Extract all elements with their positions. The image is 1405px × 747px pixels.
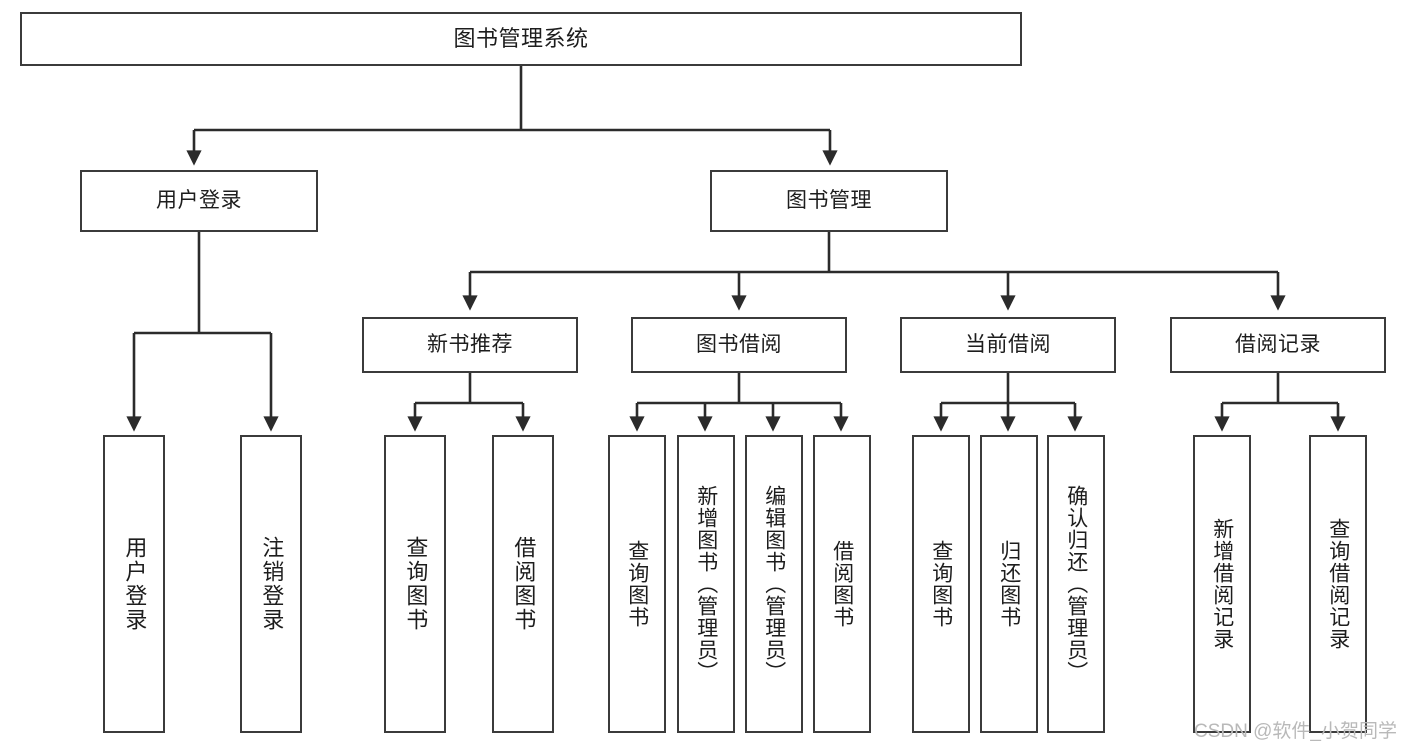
node-label: 图书管理 [786,188,872,212]
node-label: 新增借阅记录 [1210,518,1234,650]
node-label: 新增图书（管理员） [694,485,718,683]
leaf-user-login-logout[interactable]: 注销登录 [240,435,302,733]
node-user-login[interactable]: 用户登录 [80,170,318,232]
node-label: 用户登录 [156,188,242,212]
node-label: 借阅图书 [511,536,537,632]
leaf-book-borrow-query[interactable]: 查询图书 [608,435,666,733]
node-new-book-recommend[interactable]: 新书推荐 [362,317,578,373]
leaf-user-login-login[interactable]: 用户登录 [103,435,165,733]
leaf-book-borrow-lend[interactable]: 借阅图书 [813,435,871,733]
leaf-borrow-record-query[interactable]: 查询借阅记录 [1309,435,1367,733]
node-current-borrow[interactable]: 当前借阅 [900,317,1116,373]
node-label: 图书管理系统 [453,26,589,52]
leaf-current-borrow-query[interactable]: 查询图书 [912,435,970,733]
leaf-new-book-query[interactable]: 查询图书 [384,435,446,733]
node-label: 借阅图书 [830,540,854,628]
leaf-book-borrow-edit[interactable]: 编辑图书（管理员） [745,435,803,733]
node-book-management[interactable]: 图书管理 [710,170,948,232]
node-label: 用户登录 [122,536,148,632]
node-label: 编辑图书（管理员） [762,485,786,683]
node-label: 查询借阅记录 [1326,518,1350,650]
node-label: 查询图书 [403,536,429,632]
watermark: CSDN @软件_小贺同学 [1194,721,1397,742]
node-label: 注销登录 [259,536,285,632]
leaf-current-borrow-return[interactable]: 归还图书 [980,435,1038,733]
leaf-current-borrow-confirm[interactable]: 确认归还（管理员） [1047,435,1105,733]
node-label: 新书推荐 [427,332,513,356]
node-label: 当前借阅 [965,332,1051,356]
node-root-system[interactable]: 图书管理系统 [20,12,1022,66]
node-label: 确认归还（管理员） [1064,485,1088,683]
node-book-borrow[interactable]: 图书借阅 [631,317,847,373]
node-label: 借阅记录 [1235,332,1321,356]
node-label: 归还图书 [997,540,1021,628]
node-borrow-record[interactable]: 借阅记录 [1170,317,1386,373]
node-label: 查询图书 [625,540,649,628]
node-label: 查询图书 [929,540,953,628]
leaf-book-borrow-add[interactable]: 新增图书（管理员） [677,435,735,733]
node-label: 图书借阅 [696,332,782,356]
leaf-new-book-borrow[interactable]: 借阅图书 [492,435,554,733]
leaf-borrow-record-add[interactable]: 新增借阅记录 [1193,435,1251,733]
